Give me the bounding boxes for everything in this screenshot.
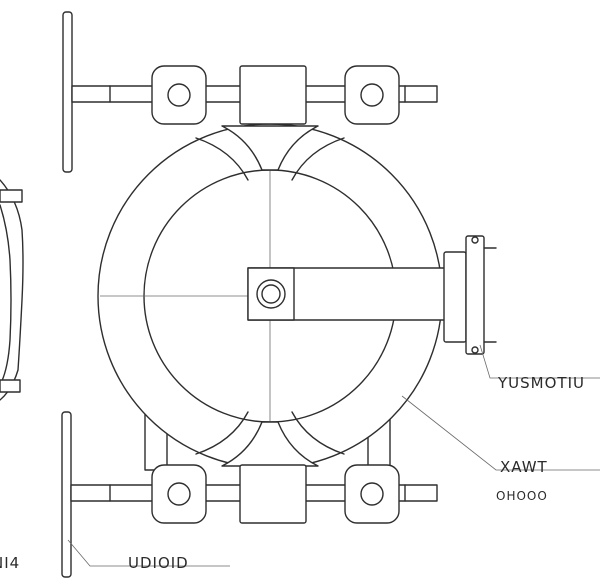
horizontal-arm: [247, 267, 464, 321]
bottom-center-boss: [239, 464, 307, 524]
top-right-bolt-hole: [360, 83, 384, 107]
left-pipe-ring-bottom: [0, 379, 21, 393]
right-flange-assembly: [443, 235, 497, 355]
top-right-lug: [344, 65, 400, 125]
top-left-bolt-hole: [167, 83, 191, 107]
bottom-left-bolt-hole: [167, 482, 191, 506]
label-bottom-center: UDIOID: [128, 554, 189, 572]
label-right-upper: YUSMOTIU: [497, 374, 585, 392]
leader-lines: [67, 344, 600, 567]
ring-inner-joint-top: [195, 125, 345, 181]
left-pipe-fragment: [0, 179, 24, 401]
ring-inner-joint-bottom: [195, 411, 345, 467]
bottom-left-lug: [151, 464, 207, 524]
left-flange-top: [62, 11, 73, 173]
top-left-lug: [151, 65, 207, 125]
left-pipe-ring-top: [0, 189, 23, 203]
label-right-mid-line2: OHOOO: [496, 489, 548, 503]
left-flange-bottom: [61, 411, 72, 578]
bottom-right-lug: [344, 464, 400, 524]
pivot-pin-inner: [261, 284, 281, 304]
top-center-boss: [239, 65, 307, 125]
label-bottom-left-fragment: NI4: [0, 554, 20, 572]
bottom-right-bolt-hole: [360, 482, 384, 506]
label-right-mid-line1: XAWT: [500, 458, 548, 476]
